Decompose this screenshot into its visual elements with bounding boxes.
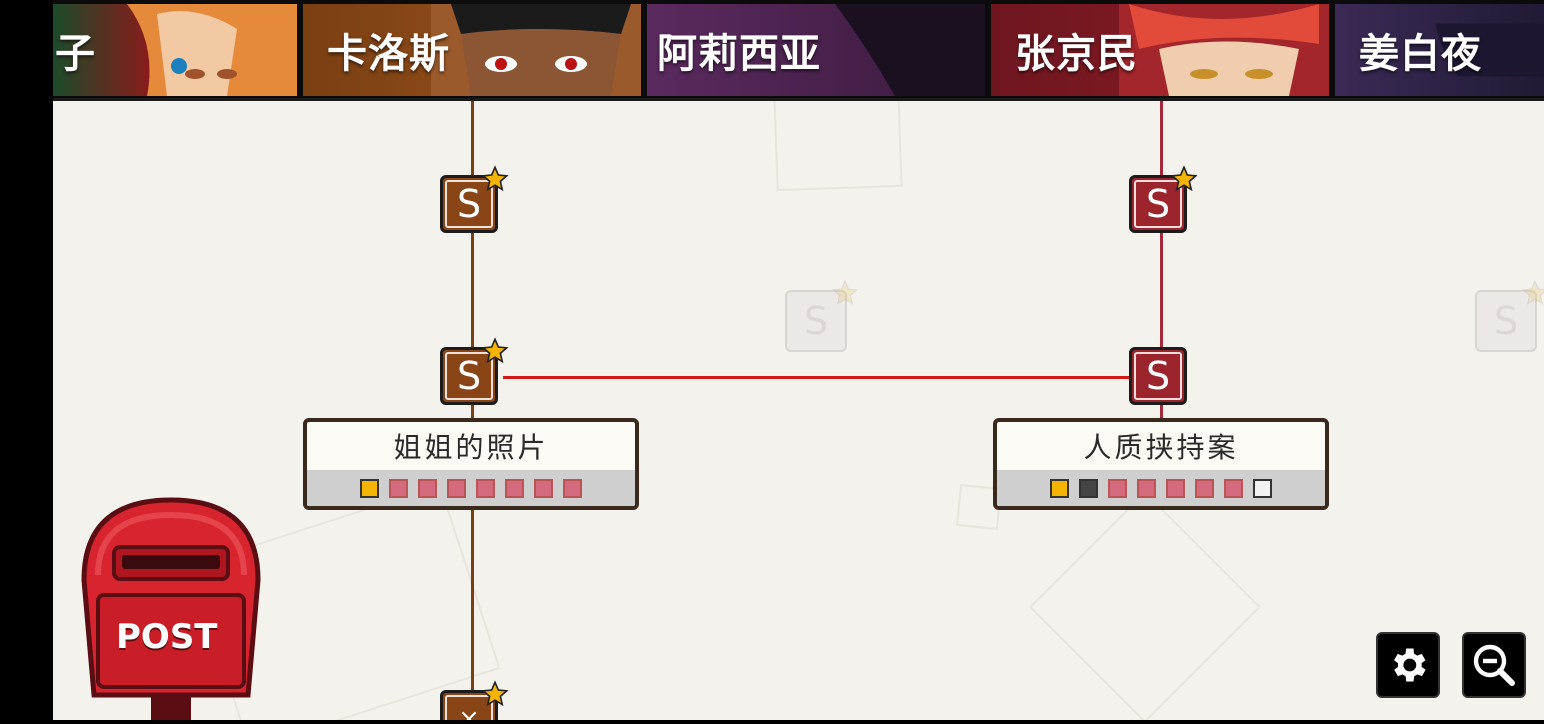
zoom-out-button[interactable]: [1462, 632, 1526, 698]
mailbox-label: POST: [116, 617, 218, 657]
gear-icon: [1394, 648, 1426, 682]
case-card[interactable]: 人质挟持案: [993, 418, 1329, 510]
character-tab[interactable]: 卡洛斯: [303, 4, 641, 96]
character-tab[interactable]: 阿莉西亚: [647, 4, 985, 96]
progress-square: [1108, 478, 1127, 498]
case-progress: [307, 470, 635, 506]
progress-square: [1253, 478, 1272, 498]
link-line: [503, 376, 1133, 379]
character-portrait: [431, 4, 641, 96]
star-icon: [481, 680, 509, 707]
mailbox-button[interactable]: POST: [76, 495, 266, 720]
character-portrait: [127, 4, 297, 96]
star-icon: [1170, 165, 1198, 192]
progress-square: [1195, 478, 1214, 498]
character-portrait: [1435, 23, 1544, 77]
case-title: 姐姐的照片: [393, 431, 549, 464]
progress-square: [418, 478, 437, 498]
star-icon: [831, 279, 859, 305]
star-icon: [1521, 279, 1544, 305]
star-icon: [481, 165, 509, 192]
character-name: 张京民: [1015, 31, 1138, 77]
settings-button[interactable]: [1376, 632, 1440, 698]
progress-square: [1166, 478, 1185, 498]
progress-square: [1137, 478, 1156, 498]
zoom-out-icon: [1473, 644, 1515, 686]
story-node[interactable]: S: [440, 165, 509, 233]
progress-square: [447, 478, 466, 498]
character-tab[interactable]: 姜白夜: [1335, 4, 1544, 96]
progress-square: [1224, 478, 1243, 498]
background-decoration: [773, 87, 903, 192]
character-tab[interactable]: 张京民: [991, 4, 1329, 96]
story-node[interactable]: S: [440, 337, 509, 405]
locked-node[interactable]: S: [1475, 279, 1544, 352]
mailbox-icon: [81, 497, 261, 720]
character-name: 阿莉西亚: [657, 31, 821, 77]
character-name: 姜白夜: [1359, 31, 1482, 77]
progress-square: [1050, 478, 1069, 498]
character-portrait: [835, 4, 985, 96]
progress-square: [389, 478, 408, 498]
progress-square: [563, 478, 582, 498]
progress-square: [505, 478, 524, 498]
locked-node[interactable]: S: [785, 279, 859, 352]
character-tab-bar: 子 卡洛斯 阿莉西亚 张京民 姜白夜: [53, 0, 1544, 101]
story-node[interactable]: S: [1129, 165, 1198, 233]
progress-square: [1079, 478, 1098, 498]
case-card[interactable]: 姐姐的照片: [303, 418, 639, 510]
character-name: 卡洛斯: [327, 31, 450, 77]
character-name: 子: [55, 31, 96, 77]
case-progress: [997, 470, 1325, 506]
character-tab[interactable]: 子: [53, 4, 297, 96]
timeline-board[interactable]: S S S S S S × 姐姐的照片: [53, 0, 1544, 720]
zhang-timeline-line: [1160, 98, 1163, 418]
case-title: 人质挟持案: [1083, 431, 1239, 464]
progress-square: [534, 478, 553, 498]
carlos-timeline-line: [471, 98, 474, 720]
progress-square: [476, 478, 495, 498]
character-portrait: [1119, 4, 1329, 96]
story-node[interactable]: ×: [440, 680, 509, 720]
progress-square: [360, 478, 379, 498]
background-decoration: [1029, 491, 1261, 720]
star-icon: [481, 337, 509, 364]
story-node[interactable]: S: [1129, 347, 1187, 405]
